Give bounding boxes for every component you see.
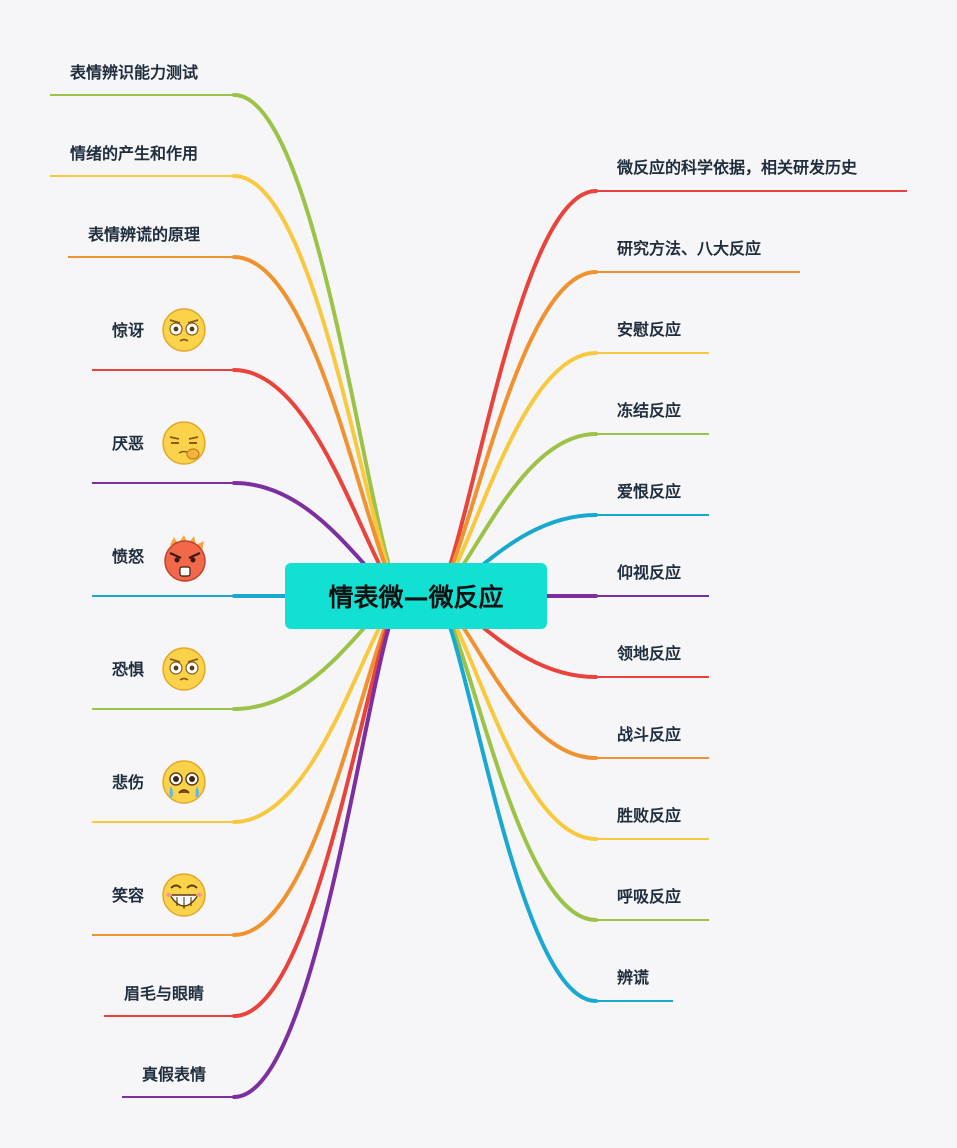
left-topic-disgust[interactable]: 厌恶 xyxy=(112,434,145,453)
left-topic-emotion-origin[interactable]: 情绪的产生和作用 xyxy=(70,144,199,163)
right-topic-win-lose[interactable]: 胜败反应 xyxy=(617,806,682,825)
right-topic-look-up[interactable]: 仰视反应 xyxy=(617,563,682,582)
right-topic-connector xyxy=(431,594,598,1003)
right-topic-territory[interactable]: 领地反应 xyxy=(617,644,682,663)
right-topic-fight[interactable]: 战斗反应 xyxy=(617,725,682,744)
right-topic-connector xyxy=(431,189,598,598)
right-topic-freeze[interactable]: 冻结反应 xyxy=(617,401,682,420)
right-topic-love-hate[interactable]: 爱恨反应 xyxy=(617,482,682,501)
left-topic-anger[interactable]: 愤怒 xyxy=(112,547,145,566)
left-topic-expression-test[interactable]: 表情辨识能力测试 xyxy=(70,63,199,82)
left-topic-true-false-expressions[interactable]: 真假表情 xyxy=(142,1065,207,1084)
left-topic-lie-principle[interactable]: 表情辨谎的原理 xyxy=(88,225,201,244)
disgusted-face-icon xyxy=(162,421,206,465)
right-topic-connector xyxy=(431,594,598,841)
left-topic-fear[interactable]: 恐惧 xyxy=(112,660,145,679)
grinning-face-icon xyxy=(162,873,206,917)
left-topic-brows-eyes[interactable]: 眉毛与眼睛 xyxy=(124,984,205,1003)
angry-face-icon xyxy=(160,533,210,583)
right-topic-lie-detection[interactable]: 辨谎 xyxy=(617,968,650,987)
left-topic-connector xyxy=(232,174,406,598)
surprised-face-icon xyxy=(162,308,206,352)
left-topic-connector xyxy=(232,594,406,1018)
left-topic-surprise[interactable]: 惊讶 xyxy=(112,321,145,340)
crying-face-icon xyxy=(162,760,206,804)
right-topic-comfort[interactable]: 安慰反应 xyxy=(617,320,682,339)
left-topic-connector xyxy=(232,594,406,824)
left-topic-smile[interactable]: 笑容 xyxy=(112,886,145,905)
left-topic-sadness[interactable]: 悲伤 xyxy=(112,773,145,792)
right-topic-methods[interactable]: 研究方法、八大反应 xyxy=(617,239,762,258)
right-topic-science-history[interactable]: 微反应的科学依据，相关研发历史 xyxy=(617,158,858,177)
right-topic-connector xyxy=(431,351,598,598)
right-topic-breathing[interactable]: 呼吸反应 xyxy=(617,887,682,906)
central-topic[interactable]: 情表微—微反应 xyxy=(285,563,547,629)
fearful-face-icon xyxy=(162,647,206,691)
